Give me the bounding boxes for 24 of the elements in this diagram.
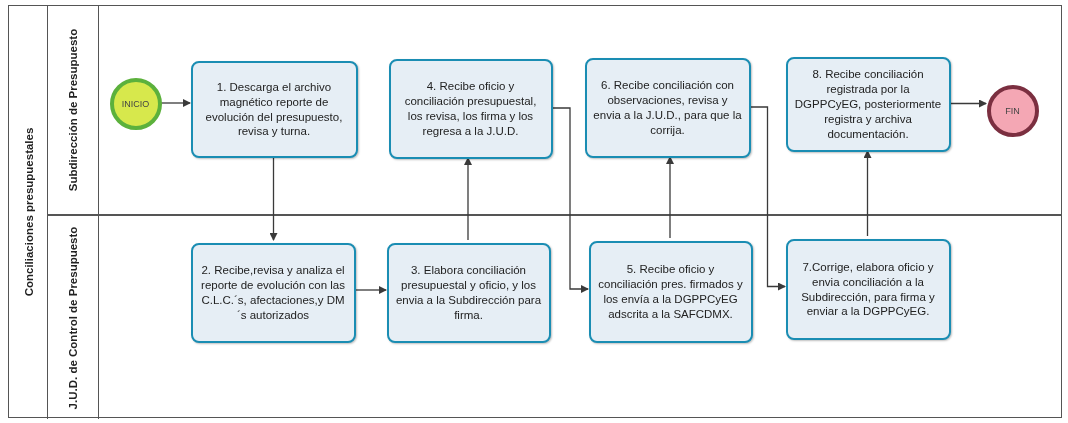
process-box: 8. Recibe conciliación registrada por la DGPPCyEG, posteriormente registra y archiva documentación. [785,57,951,152]
arrow [666,156,674,239]
arrow [863,150,872,237]
pool [8,5,1062,418]
start-event-circle: INICIO [109,78,162,130]
end-event-circle: FIN [986,85,1039,137]
arrow [354,286,387,294]
process-box: 2. Recibe,revisa y analiza el reporte de evolución con las C.L.C.´s, afectaciones,y DM´s autorizados [190,243,356,343]
pool-label: Conciliaciones presupuestales [23,127,35,296]
arrow [160,99,191,107]
process-box: 4. Recibe oficio y conciliación presupuestal, los revisa, los firma y los regresa a la J.U.D. [388,59,553,159]
arrow [551,107,589,293]
lane-label: Subdirección de Presupuesto [66,28,79,192]
process-box: 6. Recibe conciliación con observaciones, revisa y envia a la J.U.D., para que la corrija. [584,58,751,158]
process-box: 1. Descarga el archivo magnético reporte de evolución del presupuesto, revisa y turna. [190,61,358,158]
process-box: 7.Corrige, elabora oficio y envia conciliación a la Subdirección, para firma y enviar a la DGPPCyEG. [785,239,951,340]
swimlane [46,214,1062,419]
arrow [749,106,786,291]
process-box: 5. Recibe oficio y conciliación pres. firmados y los envía a la DGPPCyEG adscrita a la SAFCDMX. [588,241,753,343]
process-box: 3. Elabora conciliación presupuestal y oficio, y los envia a la Subdirección para firma. [386,243,551,343]
arrow [269,156,278,241]
arrow [949,99,987,108]
lane-label: J.U.D. de Control de Presupuesto [66,226,79,409]
arrow [464,157,472,241]
